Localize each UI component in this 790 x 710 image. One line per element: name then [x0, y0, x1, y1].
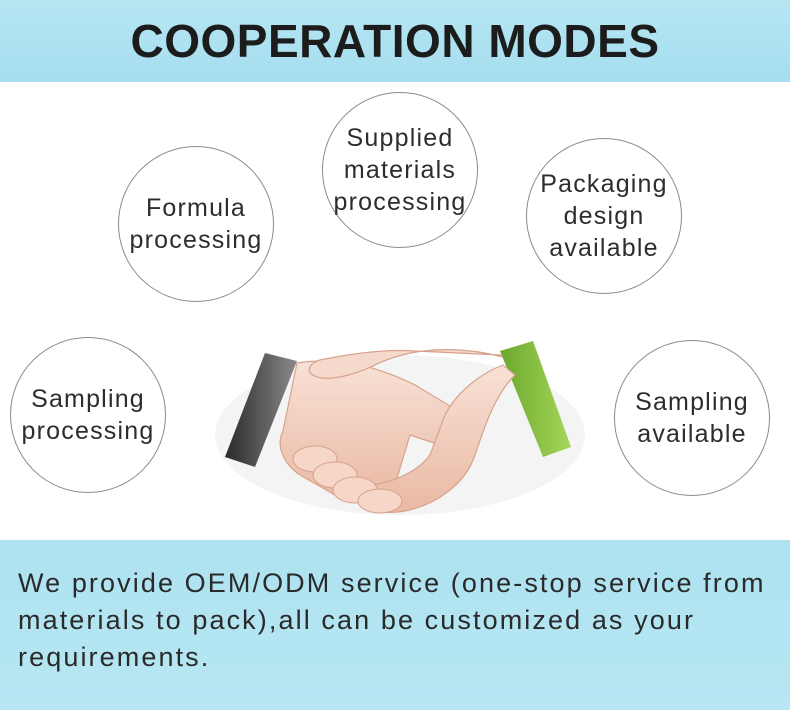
mode-formula-processing: Formula processing [118, 146, 274, 302]
mode-packaging-design-available: Packaging design available [526, 138, 682, 294]
header-banner: COOPERATION MODES [0, 0, 790, 82]
mode-sampling-available: Sampling available [614, 340, 770, 496]
mode-sampling-processing: Sampling processing [10, 337, 166, 493]
handshake-icon [215, 341, 585, 515]
mode-supplied-materials-processing: Supplied materials processing [322, 92, 478, 248]
service-description: We provide OEM/ODM service (one-stop ser… [18, 568, 766, 672]
footer-banner [0, 540, 790, 710]
page-title: COOPERATION MODES [130, 15, 660, 67]
